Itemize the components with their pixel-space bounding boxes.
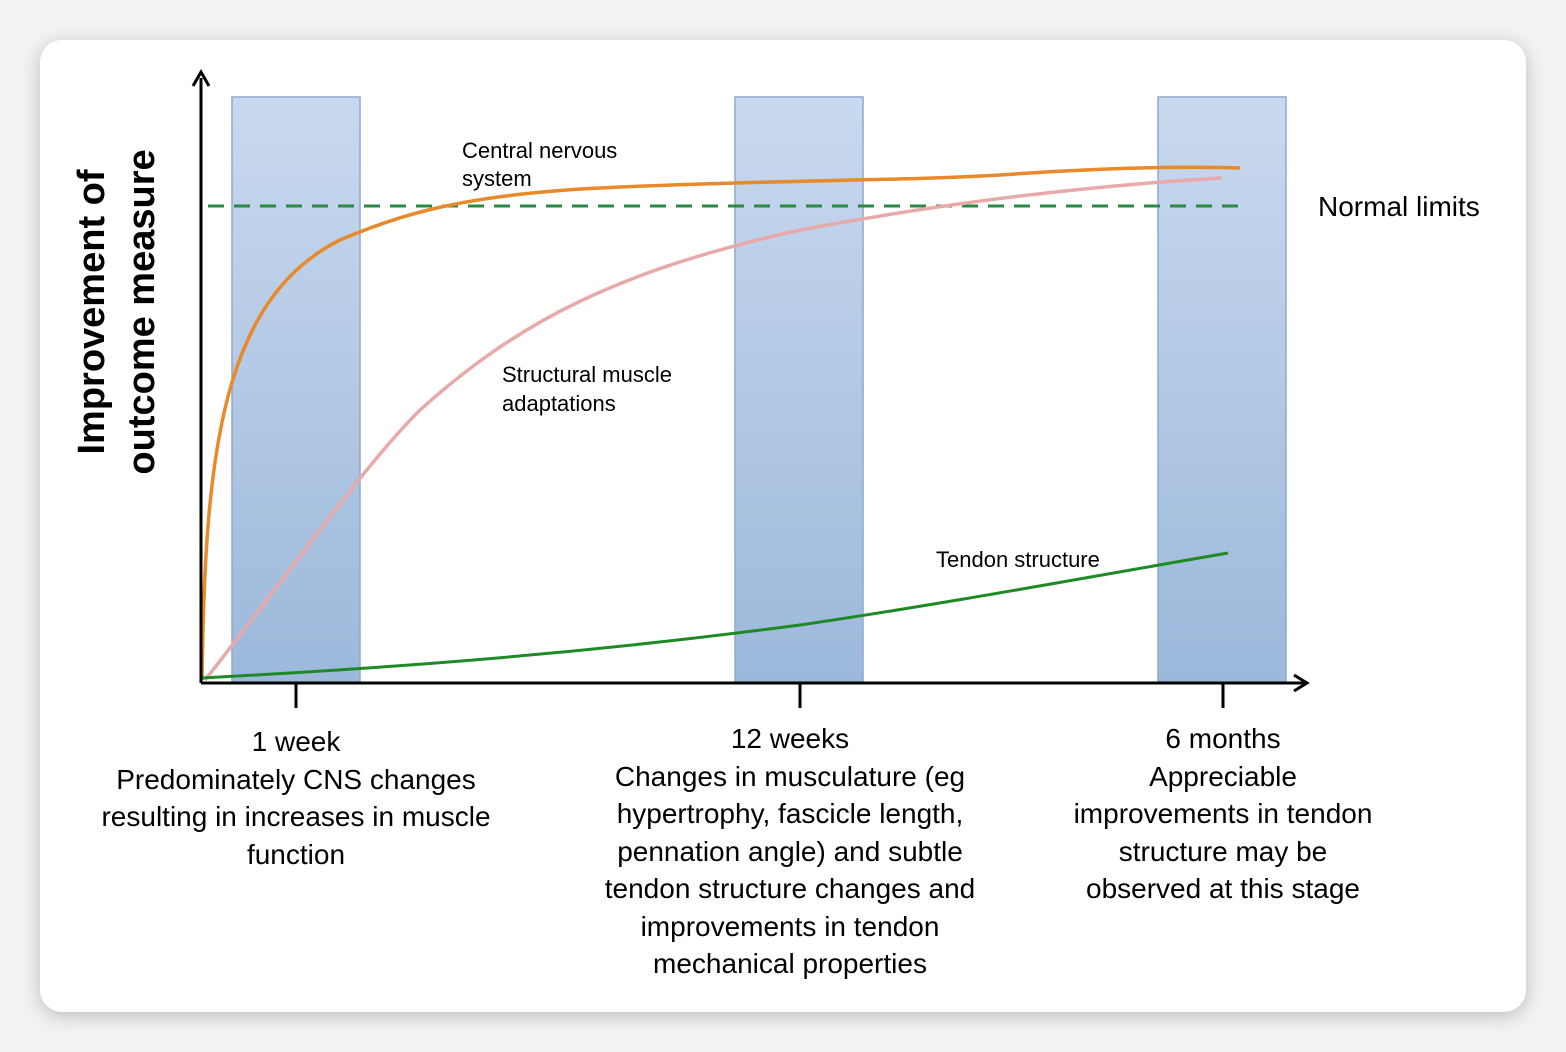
cns-label-line-2: system [462, 166, 532, 191]
timepoint-description-line: resulting in increases in muscle [101, 801, 491, 832]
timepoint-description-line: observed at this stage [1086, 873, 1360, 904]
timepoint-12-weeks: 12 weeks Changes in musculature (eg hype… [550, 720, 1030, 983]
timepoint-description-line: structure may be [1118, 835, 1328, 867]
timepoint-band-12-weeks [734, 96, 864, 684]
timepoint-description-line: tendon structure changes and [604, 873, 976, 904]
y-axis-arrowhead [191, 68, 211, 87]
timepoint-description-line: Predominately CNS changes [116, 763, 476, 795]
timepoint-1-week: 1 week Predominately CNS changes resulti… [46, 723, 546, 873]
timepoint-6-months: 6 months Appreciable improvements in ten… [1033, 720, 1413, 908]
curve-cns [200, 165, 1241, 681]
y-axis-label-line-2: outcome measure [121, 149, 163, 474]
timepoint-description-line: hypertrophy, fascicle length, [616, 798, 964, 829]
timepoint-description-line: improvements in tendon [640, 910, 940, 942]
x-axis-arrowhead [1293, 673, 1310, 693]
timepoint-tick-label: 1 week [251, 726, 341, 757]
timepoint-band-6-months [1157, 96, 1287, 684]
muscle-label-line-1: Structural muscle [502, 362, 672, 387]
timepoint-description-line: Changes in musculature (eg [614, 760, 966, 792]
timepoint-tick-label: 6 months [1165, 723, 1281, 754]
y-axis-label: Improvement of outcome measure [71, 149, 163, 474]
curve-structural-muscle [203, 176, 1223, 682]
muscle-label-line-2: adaptations [502, 391, 616, 416]
timepoint-description-line: function [246, 838, 346, 870]
timepoint-description-line: pennation angle) and subtle [617, 835, 963, 867]
tendon-label: Tendon structure [936, 547, 1100, 572]
y-axis-label-line-1: Improvement of [71, 169, 113, 454]
curve-tendon [201, 551, 1229, 680]
cns-label-line-1: Central nervous [462, 138, 617, 163]
timepoint-band-1-week [231, 96, 361, 684]
timepoint-description-line: Appreciable [1149, 760, 1297, 792]
timepoint-tick-label: 12 weeks [730, 723, 850, 754]
timepoint-description-line: improvements in tendon [1073, 798, 1373, 829]
timepoint-description-line: mechanical properties [653, 948, 927, 979]
normal-limits-label: Normal limits [1318, 191, 1480, 222]
